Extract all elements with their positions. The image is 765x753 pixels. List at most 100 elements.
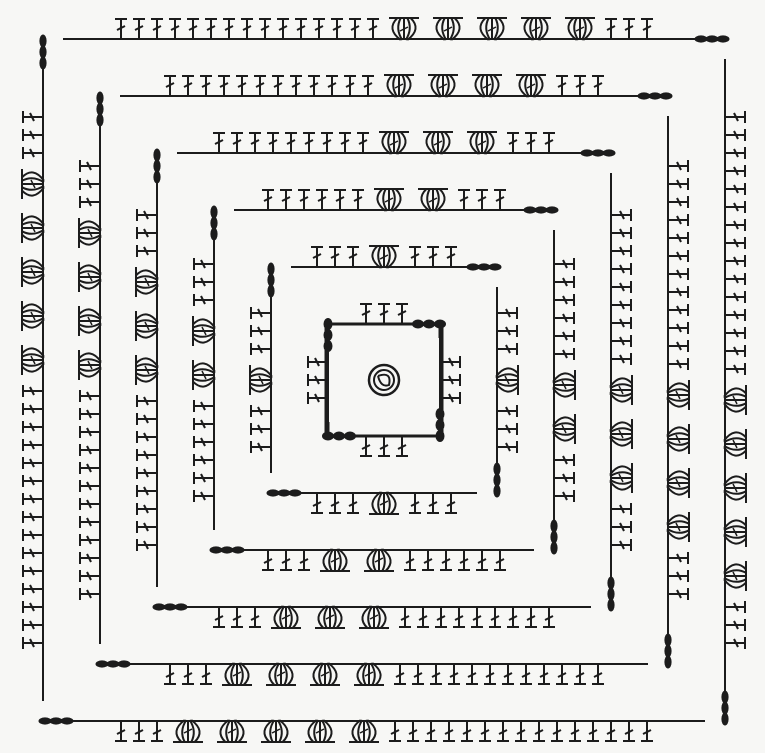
dc-stitch: [515, 721, 527, 742]
cluster-stitch: [495, 365, 519, 395]
dc-stitch: [22, 529, 43, 541]
cluster-stitch: [609, 419, 633, 449]
dc-stitch: [79, 178, 100, 190]
round-4-side-2: [607, 173, 633, 612]
dc-stitch: [22, 111, 43, 123]
dc-stitch: [425, 721, 437, 742]
cluster-stitch: [723, 517, 747, 547]
dc-stitch: [133, 18, 145, 39]
dc-stitch: [592, 75, 604, 96]
dc-stitch: [611, 299, 632, 311]
dc-stitch: [641, 721, 653, 742]
cluster-stitch: [78, 350, 102, 380]
dc-stitch: [725, 309, 746, 321]
dc-stitch: [79, 588, 100, 600]
chain-stitches: [721, 690, 729, 726]
dc-stitch: [574, 664, 586, 685]
round-2-side-1: [291, 245, 502, 271]
dc-stitch: [200, 664, 212, 685]
dc-stitch: [277, 18, 289, 39]
cluster-stitch: [271, 605, 301, 629]
dc-stitch: [22, 439, 43, 451]
chain-stitches: [266, 489, 302, 497]
side-baseline: [152, 603, 591, 629]
dc-stitch: [533, 721, 545, 742]
dc-stitch: [554, 294, 575, 306]
dc-stitch: [136, 503, 157, 515]
dc-stitch: [725, 201, 746, 213]
dc-stitch: [611, 335, 632, 347]
round-3-side-4: [192, 205, 218, 530]
dc-stitch: [378, 303, 390, 324]
dc-stitch: [164, 75, 176, 96]
dc-stitch: [725, 111, 746, 123]
dc-stitch: [22, 129, 43, 141]
dc-stitch: [668, 552, 689, 564]
dc-stitch: [136, 485, 157, 497]
dc-stitch: [389, 721, 401, 742]
dc-stitch: [169, 18, 181, 39]
cluster-stitch: [369, 491, 399, 515]
dc-stitch: [22, 147, 43, 159]
dc-stitch: [611, 263, 632, 275]
dc-stitch: [422, 550, 434, 571]
dc-stitch: [725, 219, 746, 231]
dc-stitch: [205, 18, 217, 39]
dc-stitch: [497, 423, 518, 435]
dc-stitch: [311, 493, 323, 514]
dc-stitch: [427, 246, 439, 267]
dc-stitch: [241, 18, 253, 39]
dc-stitch: [543, 132, 555, 153]
chain-stitches: [152, 603, 188, 611]
dc-stitch: [725, 129, 746, 141]
dc-stitch: [641, 18, 653, 39]
dc-stitch: [262, 189, 274, 210]
cluster-stitch: [666, 380, 690, 410]
cluster-stitch: [135, 355, 159, 385]
round-5-side-3: [95, 660, 648, 686]
cluster-stitch: [21, 169, 45, 199]
cluster-stitch: [384, 74, 414, 98]
dc-stitch: [272, 75, 284, 96]
dc-stitch: [378, 436, 390, 457]
cluster-stitch: [379, 131, 409, 155]
dc-stitch: [587, 721, 599, 742]
cluster-stitch: [609, 375, 633, 405]
dc-stitch: [668, 250, 689, 262]
side-baseline: [322, 422, 438, 457]
cluster-stitch: [552, 414, 576, 444]
dc-stitch: [285, 132, 297, 153]
dc-stitch: [193, 258, 214, 270]
cluster-stitch: [173, 719, 203, 743]
dc-stitch: [136, 245, 157, 257]
dc-stitch: [218, 75, 230, 96]
dc-stitch: [267, 132, 279, 153]
round-1-frame: [324, 322, 444, 438]
chain-stitches: [550, 519, 558, 555]
dc-stitch: [79, 444, 100, 456]
round-6-side-4: [21, 34, 47, 701]
round-5: [78, 74, 690, 686]
round-6: [21, 17, 747, 743]
dc-stitch: [193, 454, 214, 466]
dc-stitch: [22, 385, 43, 397]
side-baseline: [721, 59, 747, 726]
dc-stitch: [22, 511, 43, 523]
dc-stitch: [326, 75, 338, 96]
round-4: [135, 131, 633, 629]
chain-stitches: [523, 206, 559, 214]
side-baseline: [249, 262, 275, 473]
cluster-stitch: [418, 188, 448, 212]
cluster-stitch: [354, 662, 384, 686]
dc-stitch: [22, 475, 43, 487]
dc-stitch: [554, 258, 575, 270]
dc-stitch: [611, 521, 632, 533]
dc-stitch: [79, 462, 100, 474]
dc-stitch: [440, 550, 452, 571]
cluster-stitch: [369, 245, 399, 269]
dc-stitch: [476, 189, 488, 210]
dc-stitch: [303, 132, 315, 153]
dc-stitch: [725, 327, 746, 339]
dc-stitch: [250, 405, 271, 417]
dc-stitch: [259, 18, 271, 39]
